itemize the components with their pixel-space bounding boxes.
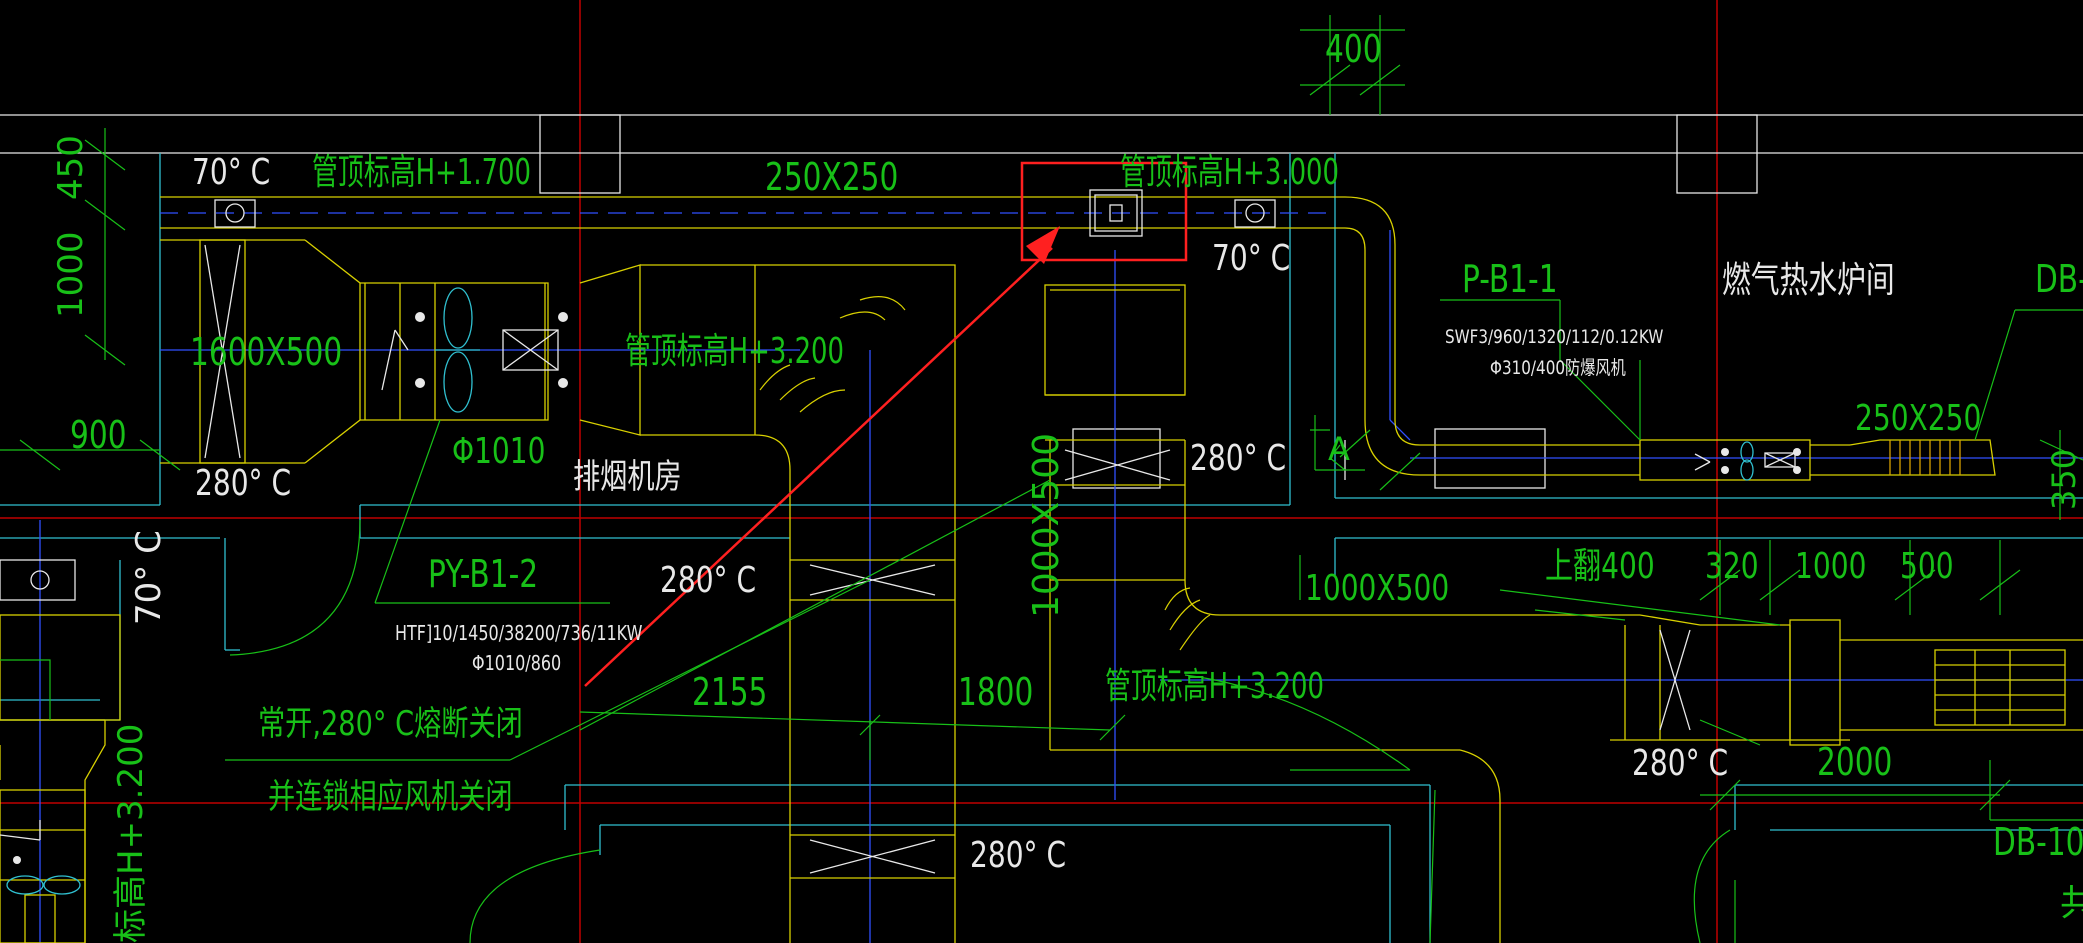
- temp-label: 70° C: [1212, 237, 1290, 279]
- duct-size-label: 250X250: [1855, 397, 1981, 439]
- annotation-highlight: [584, 161, 1188, 687]
- control-damper: [1089, 189, 1143, 237]
- note-text: 并连锁相应风机关闭: [268, 777, 513, 817]
- elevation-label: 标高H+3.200: [111, 724, 151, 943]
- dimension-label: 320: [1705, 545, 1759, 587]
- turning-vanes: [759, 296, 1211, 651]
- dimension-label: 2155: [692, 670, 767, 715]
- labels-layer: 70° C 管顶标高H+1.700 250X250 管顶标高H+3.000 70…: [51, 27, 2083, 943]
- dimension-lines: [0, 15, 2083, 943]
- elevation-label: 管顶标高H+3.200: [1105, 666, 1324, 707]
- room-name: 排烟机房: [573, 457, 682, 497]
- temp-label: 280° C: [1190, 437, 1286, 479]
- room-name: 燃气热水炉间: [1722, 259, 1895, 301]
- fan-diameter-label: Φ1010: [452, 430, 546, 472]
- duct-size-label: 1600X500: [190, 330, 342, 375]
- dimension-label: 350: [2045, 449, 2083, 510]
- duct-size-label: 1000X500: [1026, 433, 1067, 618]
- elevation-note: 上翻400: [1545, 545, 1655, 587]
- equipment-tag: DB-: [2035, 257, 2083, 302]
- duct-work: [0, 196, 2083, 943]
- annotation-arrow-shaft: [584, 247, 1053, 687]
- grid-marker: A: [1328, 430, 1350, 468]
- dimension-label: 500: [1900, 545, 1954, 587]
- temp-label: 280° C: [195, 462, 291, 504]
- annotation-arrowhead: [1026, 226, 1060, 264]
- dimension-label: 1800: [958, 670, 1033, 715]
- duct-size-label: 250X250: [765, 155, 898, 200]
- equipment-tag: DB-10: [1993, 820, 2083, 865]
- temp-label: 70° C: [192, 151, 270, 193]
- temp-label: 280° C: [970, 834, 1066, 876]
- fan-symbols: [6, 287, 1754, 895]
- dimension-label: 400: [1325, 27, 1382, 72]
- note-text: 常开,280° C熔断关闭: [258, 704, 523, 744]
- cyan-walls: [0, 153, 2083, 943]
- dimension-label: 2000: [1817, 740, 1892, 785]
- fan-spec: HTF]10/1450/38200/736/11KW: [395, 622, 642, 645]
- temp-label: 280° C: [660, 559, 756, 601]
- elevation-label: 管顶标高H+3.000: [1120, 152, 1339, 193]
- duct-flex-hatch: [1889, 440, 1961, 475]
- dimension-label: 900: [70, 413, 127, 458]
- dimension-label: 1000: [1795, 545, 1866, 587]
- temp-label: 70° C: [129, 530, 169, 625]
- dimension-label: 1000: [51, 231, 91, 318]
- highlight-box: [1020, 161, 1188, 262]
- duct-access-symbols: [0, 199, 1276, 601]
- elevation-label: 管顶标高H+3.200: [625, 331, 844, 372]
- elevation-label: 管顶标高H+1.700: [312, 152, 531, 193]
- equipment-tag: PY-B1-2: [428, 552, 538, 597]
- fan-spec: SWF3/960/1320/112/0.12KW: [1445, 326, 1663, 348]
- cut-off-label: 共: [2060, 883, 2083, 924]
- fan-spec: Φ310/400防爆风机: [1490, 357, 1626, 379]
- temp-label: 280° C: [1632, 742, 1728, 784]
- fan-spec: Φ1010/860: [472, 652, 561, 675]
- fire-dampers: [0, 194, 1796, 874]
- equipment-tag: P-B1-1: [1462, 257, 1558, 302]
- fan-flange-marks: [13, 312, 1801, 864]
- dimension-label: 450: [51, 135, 91, 200]
- duct-size-label: 1000X500: [1305, 567, 1449, 609]
